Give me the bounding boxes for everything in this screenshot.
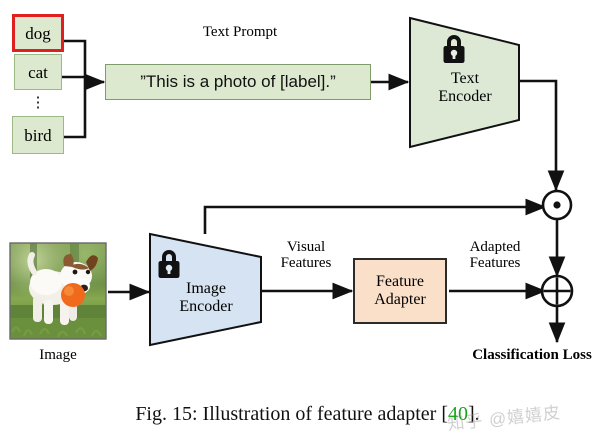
- class-label-bird[interactable]: bird: [12, 116, 64, 154]
- visual-features-label: Visual Features: [268, 239, 344, 272]
- image-thumbnail-art: [10, 243, 106, 339]
- text-prompt-box[interactable]: ”This is a photo of [label].”: [105, 64, 371, 100]
- visual-features-line1: Visual: [286, 239, 326, 255]
- image-encoder-lock-icon: [158, 250, 180, 278]
- image-thumbnail-border: [9, 242, 107, 340]
- feature-adapter-box[interactable]: Feature Adapter: [353, 258, 447, 324]
- text-encoder-shape: [409, 16, 520, 149]
- feature-adapter-line1: Feature: [376, 272, 424, 290]
- figure-caption-reference[interactable]: 40: [448, 403, 468, 425]
- figure-caption: Fig. 15: Illustration of feature adapter…: [0, 403, 615, 426]
- ellipsis-glyph: ⋮: [30, 95, 46, 111]
- class-label-ellipsis: ⋮: [14, 92, 62, 114]
- image-caption-text: Image: [39, 347, 77, 363]
- classification-loss-text: Classification Loss: [472, 347, 592, 363]
- class-label-cat[interactable]: cat: [14, 54, 62, 90]
- class-label-dog[interactable]: dog: [12, 14, 64, 52]
- class-label-dog-text: dog: [25, 23, 51, 43]
- text-encoder-lock-icon: [443, 35, 465, 63]
- text-prompt-title: Text Prompt: [175, 24, 305, 41]
- adapted-features-line1: Adapted: [469, 239, 521, 255]
- class-label-bird-text: bird: [24, 125, 52, 145]
- text-prompt-title-text: Text Prompt: [202, 24, 278, 40]
- figure-caption-suffix: ].: [468, 403, 480, 425]
- adapted-features-label: Adapted Features: [452, 239, 538, 272]
- text-prompt-value: ”This is a photo of [label].”: [140, 72, 336, 91]
- class-label-cat-text: cat: [28, 62, 48, 82]
- elementwise-product-operator: [541, 189, 573, 221]
- visual-features-line2: Features: [280, 254, 332, 271]
- feature-adapter-line2: Adapter: [374, 291, 426, 308]
- elementwise-sum-operator: [540, 274, 574, 308]
- classification-loss-label: Classification Loss: [452, 347, 612, 364]
- figure-caption-prefix: Fig. 15: Illustration of feature adapter…: [135, 403, 448, 425]
- image-caption: Image: [10, 347, 106, 364]
- adapted-features-line2: Features: [469, 254, 521, 271]
